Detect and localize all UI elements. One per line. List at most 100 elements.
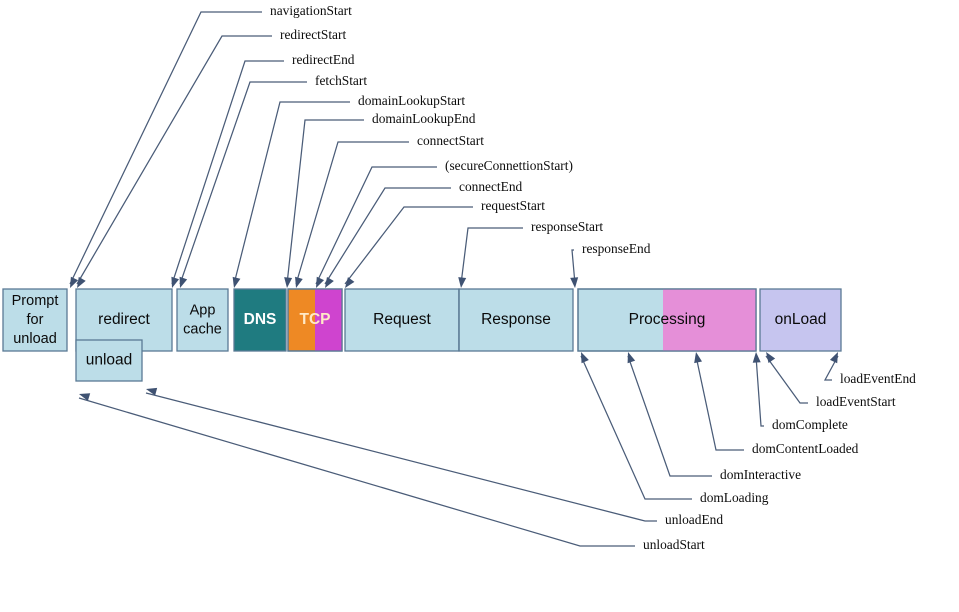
- timing-marker-domComplete: [752, 352, 764, 427]
- arrow-head-navigationStart: [70, 276, 79, 288]
- timing-marker-navigationStart: [69, 11, 262, 288]
- arrow-head-domainLookupEnd: [284, 277, 293, 288]
- timing-label-unloadStart: unloadStart: [643, 537, 705, 552]
- phase-rect-dns: [233, 288, 287, 352]
- connector-line-fetchStart: [179, 81, 307, 285]
- phase-rect-app-cache: [176, 288, 229, 352]
- connector-line-secureConnectionStart: [315, 166, 437, 285]
- timing-label-requestStart: requestStart: [481, 198, 545, 213]
- timing-label-redirectEnd: redirectEnd: [292, 52, 355, 67]
- arrow-head-fetchStart: [179, 276, 188, 288]
- timing-label-domLoading: domLoading: [700, 490, 769, 505]
- phase-rect-prompt-for-unload: [2, 288, 68, 352]
- connector-line-domInteractive: [627, 355, 712, 477]
- arrow-head-domLoading: [581, 352, 589, 364]
- phase-rect-outline-processing: [577, 288, 757, 352]
- top-timing-labels-layer: navigationStart redirectStart redirectEnd f…: [270, 3, 651, 256]
- connector-line-connectStart: [295, 141, 409, 285]
- phase-label-unload: unload: [86, 352, 133, 369]
- timing-marker-domainLookupEnd: [284, 119, 364, 288]
- timing-marker-unloadEnd: [145, 387, 657, 522]
- phase-box-prompt-for-unload: [2, 288, 68, 352]
- phase-box-unload: [75, 339, 143, 382]
- timing-label-connectEnd: connectEnd: [459, 179, 523, 194]
- arrow-head-domainLookupStart: [232, 276, 241, 288]
- phase-label-request: Request: [373, 311, 431, 328]
- timing-marker-connectStart: [295, 141, 409, 288]
- arrow-head-domContentLoaded: [694, 352, 703, 364]
- arrow-head-unloadStart: [79, 393, 91, 401]
- arrow-head-redirectEnd: [171, 276, 180, 288]
- arrow-head-loadEventStart: [766, 352, 776, 363]
- arrow-head-loadEventEnd: [829, 352, 838, 364]
- phase-rect-outline-tcp: [287, 288, 343, 352]
- phase-rect-onload: [759, 288, 842, 352]
- phase-label-onload: onLoad: [775, 311, 827, 328]
- timing-label-redirectStart: redirectStart: [280, 27, 346, 42]
- connector-line-connectEnd: [324, 187, 451, 285]
- timing-marker-domContentLoaded: [694, 352, 744, 451]
- phase-label-tcp: TCP: [300, 311, 331, 328]
- timing-marker-redirectEnd: [171, 60, 284, 288]
- bottom-connectors-layer: [78, 352, 839, 547]
- arrow-head-unloadEnd: [146, 387, 158, 396]
- timing-label-domInteractive: domInteractive: [720, 467, 801, 482]
- phase-label-response: Response: [481, 311, 551, 328]
- bottom-timing-labels-layer: loadEventEnd loadEventStart domComplete dom…: [643, 371, 916, 552]
- arrow-head-connectStart: [295, 276, 303, 288]
- connector-line-responseStart: [460, 227, 523, 285]
- timing-marker-requestStart: [344, 206, 473, 288]
- connector-line-loadEventStart: [765, 355, 808, 404]
- connector-line-domainLookupStart: [233, 101, 350, 285]
- arrow-head-redirectStart: [77, 276, 86, 288]
- timing-label-loadEventStart: loadEventStart: [816, 394, 896, 409]
- phase-box-onload: [759, 288, 842, 352]
- arrow-head-requestStart: [345, 277, 355, 288]
- timing-marker-redirectStart: [76, 35, 272, 288]
- phase-rect-unload: [75, 339, 143, 382]
- arrow-head-responseStart: [458, 277, 467, 288]
- phase-rect-response: [458, 288, 574, 352]
- timing-marker-loadEventEnd: [823, 352, 839, 381]
- phase-box-dns: [233, 288, 287, 352]
- timing-label-secureConnectionStart: (secureConnettionStart): [445, 158, 573, 173]
- timing-marker-responseStart: [458, 227, 523, 288]
- timing-label-fetchStart: fetchStart: [315, 73, 367, 88]
- timing-label-domainLookupStart: domainLookupStart: [358, 93, 465, 108]
- connector-line-navigationStart: [69, 11, 262, 285]
- connector-line-redirectEnd: [171, 60, 284, 285]
- timing-marker-responseEnd: [570, 249, 579, 288]
- arrow-head-secureConnectionStart: [316, 276, 325, 288]
- connector-line-loadEventEnd: [823, 355, 839, 381]
- timing-label-domainLookupEnd: domainLookupEnd: [372, 111, 476, 126]
- connector-line-domLoading: [580, 355, 692, 500]
- connector-line-unloadEnd: [145, 392, 657, 522]
- phase-overlay-tcp-secure-overlay: [315, 289, 342, 351]
- timing-marker-secureConnectionStart: [315, 166, 437, 288]
- timing-label-domContentLoaded: domContentLoaded: [752, 441, 859, 456]
- timing-label-responseEnd: responseEnd: [582, 241, 651, 256]
- phase-label-dns: DNS: [244, 311, 277, 328]
- timing-label-domComplete: domComplete: [772, 417, 848, 432]
- phase-box-app-cache: [176, 288, 229, 352]
- timing-marker-unloadStart: [78, 393, 635, 547]
- timing-marker-connectEnd: [324, 187, 451, 288]
- top-connectors-layer: [69, 11, 579, 288]
- timing-marker-domInteractive: [627, 352, 712, 477]
- timing-marker-fetchStart: [179, 81, 307, 288]
- timing-marker-domainLookupStart: [232, 101, 350, 288]
- arrow-head-responseEnd: [570, 277, 579, 288]
- timing-label-loadEventEnd: loadEventEnd: [840, 371, 916, 386]
- arrow-head-domInteractive: [627, 352, 636, 364]
- timing-label-navigationStart: navigationStart: [270, 3, 352, 18]
- timing-label-unloadEnd: unloadEnd: [665, 512, 723, 527]
- connector-line-responseEnd: [571, 249, 576, 285]
- connector-line-domContentLoaded: [695, 355, 744, 451]
- phase-box-response: [458, 288, 574, 352]
- phase-label-redirect: redirect: [98, 311, 150, 328]
- timing-marker-loadEventStart: [765, 352, 808, 404]
- timing-marker-domLoading: [580, 352, 692, 500]
